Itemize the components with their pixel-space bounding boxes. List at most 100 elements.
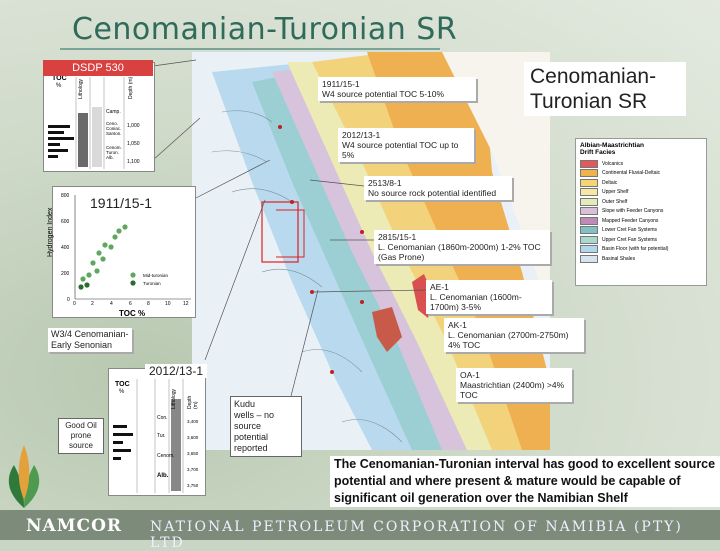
- callout-2012-13-1: 2012/13-1 W4 source potential TOC up to …: [338, 128, 474, 162]
- legend-label: Deltaic: [602, 179, 618, 186]
- callout-body: W4 source potential TOC 5-10%: [322, 89, 445, 99]
- legend-label: Basinal Shales: [602, 255, 636, 262]
- cenomanian-label: Ceno. Coniac. Santon.: [106, 121, 122, 136]
- namcor-logo-icon: [8, 445, 40, 508]
- legend-label: Upper Cret Fan Systems: [602, 236, 658, 243]
- legend-swatch: [580, 226, 598, 235]
- facies-legend: Albian-Maastrichtian Drift Facies Volcan…: [575, 138, 707, 286]
- legend-item: Basinal Shales: [576, 254, 706, 264]
- legend-swatch: [580, 197, 598, 206]
- legend-item: Slope with Feeder Canyons: [576, 207, 706, 217]
- good-oil-prone-label: Good Oil prone source: [58, 418, 104, 454]
- legend-turonian: Turonian: [143, 281, 161, 286]
- dsdp-530-label: DSDP 530: [43, 60, 153, 76]
- callout-2513-8-1: 2513/8-1 No source rock potential identi…: [364, 176, 512, 200]
- callout-ak-1: AK-1 L. Cenomanian (2700m-2750m) 4% TOC: [444, 318, 584, 352]
- legend-item: Mapped Feeder Canyons: [576, 216, 706, 226]
- legend-swatch: [580, 254, 598, 263]
- callout-oa-1: OA-1 Maastrichtian (2400m) >4% TOC: [456, 368, 572, 402]
- legend-item: Deltaic: [576, 178, 706, 188]
- toc-unit: %: [119, 389, 125, 395]
- x-axis-label: TOC %: [119, 309, 146, 318]
- lithology-column-header: Lithology: [78, 78, 84, 99]
- legend-swatch: [580, 159, 598, 168]
- footer-company: NAMCOR: [26, 516, 123, 536]
- map-title: Cenomanian- Turonian SR: [524, 62, 686, 116]
- summary-text: The Cenomanian-Turonian interval has goo…: [330, 456, 720, 507]
- x-tick: 6: [129, 301, 132, 307]
- x-tick: 10: [165, 301, 171, 307]
- toc-header: TOC: [52, 75, 67, 82]
- legend-swatch: [580, 216, 598, 225]
- depth-tick: 3,750: [187, 483, 199, 488]
- depth-tick: 3,650: [187, 451, 199, 456]
- depth-tick: 1,000: [127, 123, 140, 129]
- y-tick: 600: [61, 219, 70, 225]
- toc-unit: %: [56, 83, 62, 89]
- well-2012-13-1-log: TOC % Lithology Depth (m) Con. Tur. Ceno…: [108, 368, 206, 496]
- callout-ae-1: AE-1 L. Cenomanian (1600m-1700m) 3-5%: [426, 280, 552, 314]
- hi-vs-toc-scatter: Hydrogen Index TOC % 800 600 400 200 0 0…: [47, 186, 196, 318]
- alb-label: Cenom. Turon. Alb.: [106, 145, 122, 160]
- x-tick: 2: [91, 301, 94, 307]
- campanian-label: Camp.: [106, 109, 121, 115]
- scatter-plot: [74, 195, 191, 300]
- legend-item: Volcanics: [576, 159, 706, 169]
- toc-header: TOC: [115, 381, 130, 388]
- legend-title: Albian-Maastrichtian Drift Facies: [580, 142, 644, 156]
- legend-item: Lower Cret Fan Systems: [576, 226, 706, 236]
- x-tick: 0: [73, 301, 76, 307]
- callout-head: AK-1: [448, 320, 467, 330]
- callout-body: L. Cenomanian (1600m-1700m) 3-5%: [430, 292, 522, 312]
- lithology-column-header: Lithology: [171, 388, 177, 409]
- legend-label: Mapped Feeder Canyons: [602, 217, 659, 224]
- legend-item: Upper Cret Fan Systems: [576, 235, 706, 245]
- age-label: Tur.: [157, 433, 166, 439]
- y-axis-label: Hydrogen Index: [47, 207, 54, 257]
- callout-head: OA-1: [460, 370, 480, 380]
- callout-body: W4 source potential TOC up to 5%: [342, 140, 459, 160]
- legend-item: Basin Floor (with far potential): [576, 245, 706, 255]
- legend-label: Outer Shelf: [602, 198, 628, 205]
- callout-2815-15-1: 2815/15-1 L. Cenomanian (1860m-2000m) 1-…: [374, 230, 550, 264]
- depth-tick: 3,700: [187, 467, 199, 472]
- w34-label: W3/4 Cenomanian- Early Senonian: [48, 328, 132, 352]
- callout-body: No source rock potential identified: [368, 188, 497, 198]
- x-tick: 4: [110, 301, 113, 307]
- dsdp-530-log: TOC % Lithology Depth (m) Camp. Ceno. Co…: [43, 62, 155, 172]
- log2-title: 2012/13-1: [145, 364, 207, 378]
- kudu-wells-note: Kudu wells – no source potential reporte…: [230, 396, 302, 457]
- age-label: Con.: [157, 415, 168, 421]
- legend-swatch: [580, 207, 598, 216]
- callout-body: Maastrichtian (2400m) >4% TOC: [460, 380, 565, 400]
- legend-label: Volcanics: [602, 160, 624, 167]
- legend-swatch: [580, 245, 598, 254]
- y-tick: 800: [61, 193, 70, 199]
- legend-item: Outer Shelf: [576, 197, 706, 207]
- callout-body: L. Cenomanian (1860m-2000m) 1-2% TOC (Ga…: [378, 242, 541, 262]
- callout-head: 2815/15-1: [378, 232, 417, 242]
- callout-body: L. Cenomanian (2700m-2750m) 4% TOC: [448, 330, 569, 350]
- legend-label: Upper Shelf: [602, 189, 629, 196]
- callout-1911-15-1: 1911/15-1 W4 source potential TOC 5-10%: [318, 77, 476, 101]
- legend-swatch: [580, 169, 598, 178]
- footer-bar: [0, 510, 720, 540]
- depth-column-header: Depth (m): [187, 395, 199, 409]
- callout-head: 2012/13-1: [342, 130, 381, 140]
- depth-tick: 3,600: [187, 435, 199, 440]
- y-tick: 0: [67, 297, 70, 303]
- legend-swatch: [580, 188, 598, 197]
- legend-label: Slope with Feeder Canyons: [602, 208, 664, 215]
- x-tick: 12: [183, 301, 189, 307]
- depth-tick: 1,050: [127, 141, 140, 147]
- footer-company-name: NATIONAL PETROLEUM CORPORATION OF NAMIBI…: [150, 519, 683, 551]
- x-tick: 8: [147, 301, 150, 307]
- callout-head: 2513/8-1: [368, 178, 402, 188]
- legend-label: Basin Floor (with far potential): [602, 246, 669, 253]
- legend-item: Upper Shelf: [576, 188, 706, 198]
- dsdp-log-drawing: [48, 77, 125, 169]
- callout-head: 1911/15-1: [322, 79, 360, 89]
- y-tick: 200: [61, 271, 70, 277]
- slide-title: Cenomanian-Turonian SR: [72, 12, 458, 47]
- legend-swatch: [580, 178, 598, 187]
